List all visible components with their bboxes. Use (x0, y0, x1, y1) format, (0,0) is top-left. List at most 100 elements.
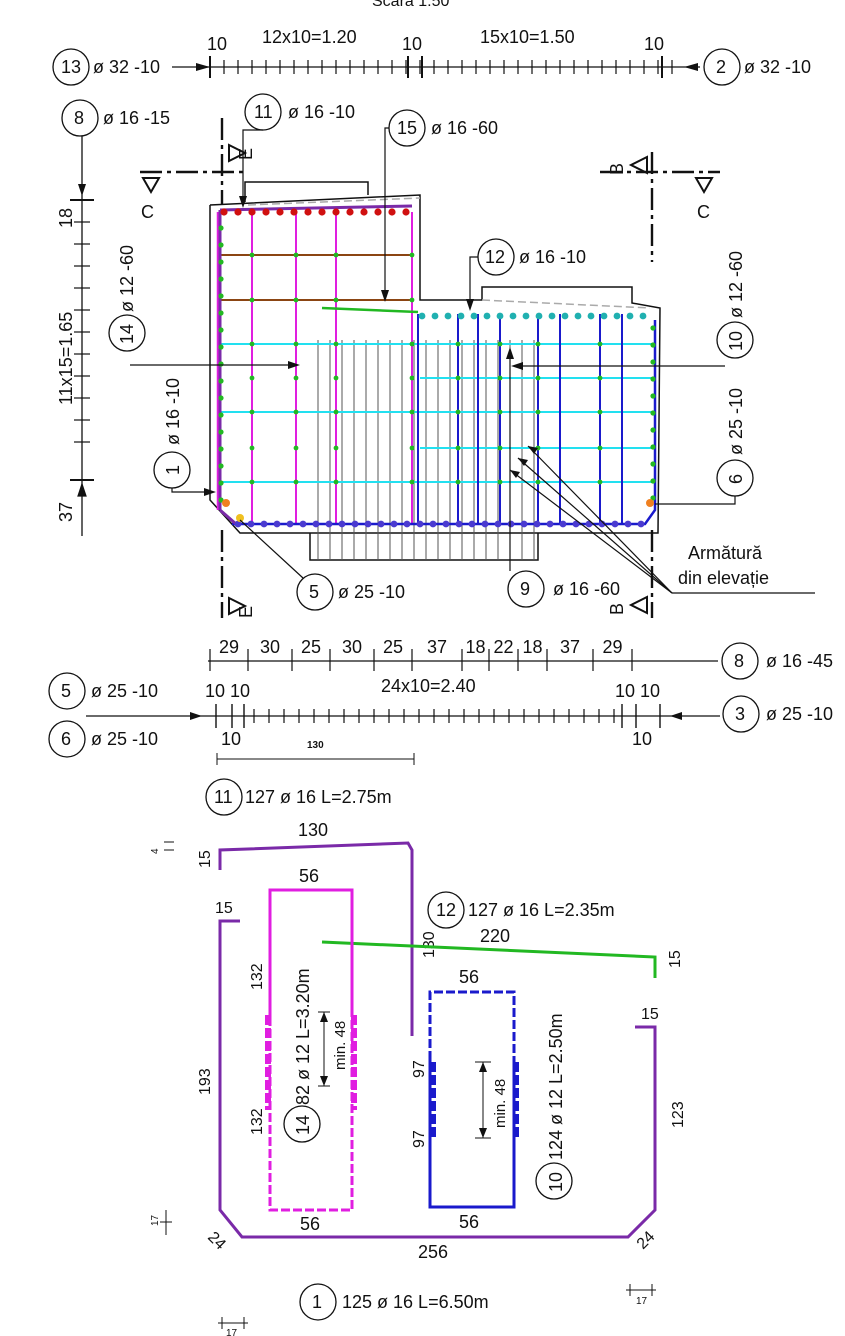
svg-text:ø 25 -10: ø 25 -10 (91, 681, 158, 701)
section-b-top: B (607, 163, 627, 175)
svg-text:11: 11 (254, 102, 273, 122)
section-outline (209, 181, 661, 561)
shape-10: 56 97 97 56 min. 48 10 124 ø 12 L=2.50m (411, 967, 573, 1232)
svg-text:130: 130 (421, 931, 438, 958)
bar-12-label: 12 ø 16 -10 (466, 238, 586, 311)
svg-text:min. 48: min. 48 (332, 1021, 349, 1070)
svg-text:ø 16 -60: ø 16 -60 (553, 579, 620, 599)
bar-1-label: 1 ø 16 -10 (153, 378, 216, 496)
svg-text:ø 32 -10: ø 32 -10 (93, 57, 160, 77)
bar-14-label: 14 ø 12 -60 (108, 245, 300, 369)
svg-text:5: 5 (309, 582, 319, 602)
left-dimension-line: 18 11x15=1.65 37 (56, 136, 94, 536)
svg-text:ø 16 -10: ø 16 -10 (163, 378, 183, 445)
svg-text:24: 24 (634, 1228, 659, 1253)
svg-text:ø 12 -60: ø 12 -60 (726, 251, 746, 318)
shape-14: 56 132 132 56 min. 48 14 82 ø 12 L=3.20m (249, 866, 357, 1234)
bar-5-bottom-label: 5 ø 25 -10 (48, 672, 158, 710)
bottom-dim-label: 37 (427, 637, 447, 657)
bottom-dim-label: 30 (260, 637, 280, 657)
svg-text:8: 8 (74, 108, 84, 128)
svg-text:Armătură: Armătură (688, 543, 763, 563)
svg-text:56: 56 (459, 967, 479, 987)
shape-12: 12 127 ø 16 L=2.35m 220 15 (321, 891, 684, 978)
section-e-top: E (236, 148, 256, 160)
svg-text:11: 11 (214, 787, 233, 807)
svg-text:10: 10 (726, 331, 746, 351)
top-dim-1.20: 12x10=1.20 (262, 27, 357, 47)
lower-dim-10-10-left: 10 10 (205, 681, 250, 701)
top-dimension-line: 10 12x10=1.20 10 15x10=1.50 10 (172, 27, 700, 78)
svg-text:56: 56 (459, 1212, 479, 1232)
colored-rebars (216, 204, 657, 528)
top-dim-10-b: 10 (402, 34, 422, 54)
svg-text:24: 24 (204, 1229, 229, 1254)
shape-11: 11 127 ø 16 L=2.75m 130 15 130 4 (150, 778, 438, 1036)
lower-dim-10-right: 10 (632, 729, 652, 749)
svg-text:15: 15 (397, 118, 417, 138)
svg-text:193: 193 (197, 1068, 214, 1095)
bar-15-label: 15 ø 16 -60 (381, 109, 498, 302)
svg-text:ø 12 -60: ø 12 -60 (117, 245, 137, 312)
lower-dimension-line: 10 10 24x10=2.40 10 10 10 10 130 (86, 676, 720, 765)
svg-text:ø 16 -45: ø 16 -45 (766, 651, 833, 671)
svg-text:14: 14 (117, 324, 137, 344)
top-dim-1.50: 15x10=1.50 (480, 27, 575, 47)
svg-text:97: 97 (411, 1130, 428, 1148)
bottom-dim-label: 25 (383, 637, 403, 657)
bar-9-label: 9 ø 16 -60 (506, 347, 620, 608)
svg-text:1: 1 (312, 1292, 322, 1312)
svg-text:ø 25 -10: ø 25 -10 (766, 704, 833, 724)
svg-text:ø 16 -10: ø 16 -10 (519, 247, 586, 267)
svg-text:din elevație: din elevație (678, 568, 769, 588)
svg-text:4: 4 (150, 848, 161, 854)
svg-text:125 ø 16 L=6.50m: 125 ø 16 L=6.50m (342, 1292, 489, 1312)
bar-13-label: 13 ø 32 -10 (52, 48, 160, 86)
bar-10-label: 10 ø 12 -60 (511, 251, 754, 370)
svg-text:15: 15 (641, 1006, 659, 1023)
section-e-bottom: E (236, 606, 256, 618)
svg-text:127 ø 16 L=2.35m: 127 ø 16 L=2.35m (468, 900, 615, 920)
top-dim-10-c: 10 (644, 34, 664, 54)
left-dim-18: 18 (56, 208, 76, 228)
svg-text:56: 56 (299, 866, 319, 886)
svg-text:15: 15 (667, 950, 684, 968)
bottom-dim-label: 18 (466, 637, 486, 657)
section-marks: E E C C B B (140, 118, 720, 618)
svg-text:min. 48: min. 48 (492, 1079, 509, 1128)
svg-text:17: 17 (150, 1214, 161, 1226)
svg-text:17: 17 (226, 1328, 238, 1336)
svg-text:127 ø 16 L=2.75m: 127 ø 16 L=2.75m (245, 787, 392, 807)
bar-11-label: 11 ø 16 -10 (239, 93, 355, 208)
shape-1: 15 193 15 123 256 24 24 17 17 17 1 125 ø… (150, 900, 687, 1336)
bar-8-top-label: 8 ø 16 -15 (61, 99, 170, 137)
bottom-dim-label: 29 (603, 637, 623, 657)
armatura-note: Armătură din elevație (509, 445, 815, 594)
svg-text:6: 6 (61, 729, 71, 749)
svg-text:220: 220 (480, 926, 510, 946)
svg-text:12: 12 (485, 247, 505, 267)
svg-text:123: 123 (670, 1101, 687, 1128)
svg-text:130: 130 (298, 820, 328, 840)
svg-text:ø 25 -10: ø 25 -10 (91, 729, 158, 749)
svg-text:2: 2 (716, 57, 726, 77)
lower-dim-10-left: 10 (221, 729, 241, 749)
svg-text:10: 10 (546, 1172, 566, 1192)
bar-3-label: 3 ø 25 -10 (722, 695, 833, 733)
svg-text:6: 6 (726, 474, 746, 484)
svg-text:82 ø 12 L=3.20m: 82 ø 12 L=3.20m (293, 968, 313, 1105)
svg-text:8: 8 (734, 651, 744, 671)
bar-6-label: 6 ø 25 -10 (655, 388, 754, 505)
bar-2-label: 2 ø 32 -10 (703, 48, 811, 86)
svg-text:1: 1 (163, 465, 183, 475)
svg-text:ø 16 -10: ø 16 -10 (288, 102, 355, 122)
bottom-dim-label: 30 (342, 637, 362, 657)
bottom-dim-label: 37 (560, 637, 580, 657)
svg-text:12: 12 (436, 900, 456, 920)
bottom-dim-label: 25 (301, 637, 321, 657)
left-dim-37: 37 (56, 502, 76, 522)
svg-text:9: 9 (520, 579, 530, 599)
svg-text:5: 5 (61, 681, 71, 701)
section-c-right: C (697, 202, 710, 222)
